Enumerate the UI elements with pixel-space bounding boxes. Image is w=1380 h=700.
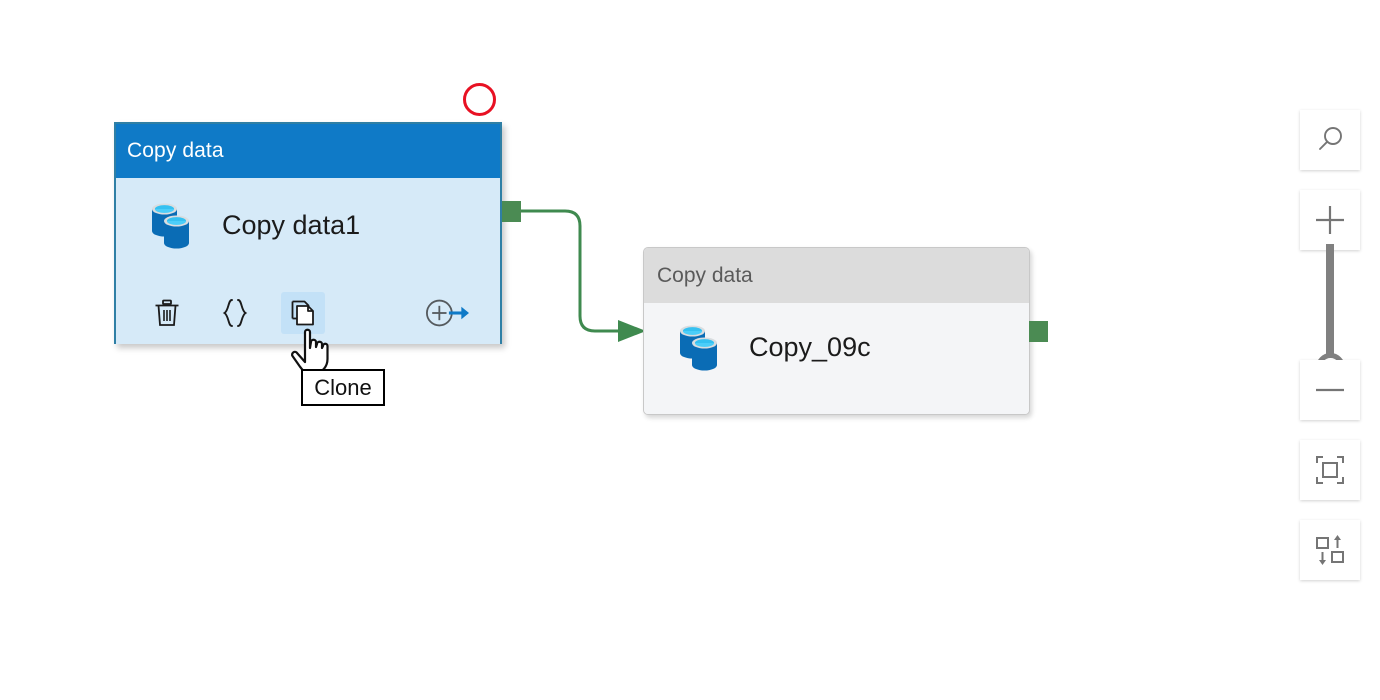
fit-to-screen-icon bbox=[1316, 456, 1344, 484]
red-highlight-circle-icon bbox=[463, 83, 496, 116]
node-title: Copy_09c bbox=[749, 331, 871, 362]
node-main-row: Copy_09c bbox=[644, 303, 1029, 375]
node-action-toolbar bbox=[116, 290, 500, 336]
trash-icon bbox=[155, 299, 179, 326]
pointer-hand-cursor-icon bbox=[291, 328, 329, 375]
node-body: Copy_09c bbox=[644, 303, 1029, 414]
tooltip-text: Clone bbox=[314, 374, 372, 400]
minus-icon bbox=[1316, 388, 1344, 392]
zoom-in-button[interactable] bbox=[1300, 190, 1360, 250]
auto-align-button[interactable] bbox=[1300, 520, 1360, 580]
node-header-label: Copy data bbox=[127, 139, 224, 162]
add-output-icon bbox=[426, 299, 469, 327]
edge-arrowhead bbox=[618, 320, 646, 342]
delete-button[interactable] bbox=[145, 292, 189, 334]
auto-align-icon bbox=[1316, 535, 1344, 565]
edge-path bbox=[519, 209, 620, 333]
node-main-row: Copy data1 bbox=[116, 178, 500, 253]
plus-icon bbox=[1316, 206, 1344, 234]
copy-data-icon bbox=[680, 325, 717, 371]
search-icon bbox=[1319, 127, 1342, 150]
code-button[interactable] bbox=[213, 292, 257, 334]
zoom-out-button[interactable] bbox=[1300, 360, 1360, 420]
node-header: Copy data bbox=[116, 124, 500, 178]
clone-button[interactable] bbox=[281, 292, 325, 334]
output-port-copy-09c[interactable] bbox=[1029, 321, 1048, 342]
node-header: Copy data bbox=[644, 248, 1029, 303]
activity-node-copy-data1[interactable]: Copy data Copy data1 bbox=[114, 122, 502, 344]
search-button[interactable] bbox=[1300, 110, 1360, 170]
clone-icon bbox=[291, 300, 314, 326]
clone-tooltip: Clone bbox=[301, 369, 385, 406]
code-braces-icon bbox=[222, 299, 248, 327]
zoom-slider-track[interactable] bbox=[1326, 244, 1334, 364]
node-header-label: Copy data bbox=[657, 263, 753, 287]
node-body: Copy data1 bbox=[116, 178, 500, 344]
copy-data-icon bbox=[152, 203, 189, 249]
zoom-to-fit-button[interactable] bbox=[1300, 440, 1360, 500]
add-output-button[interactable] bbox=[425, 292, 469, 334]
activity-node-copy-09c[interactable]: Copy data Copy_09c bbox=[643, 247, 1030, 415]
node-title: Copy data1 bbox=[222, 209, 361, 240]
output-port-copy-data1[interactable] bbox=[502, 201, 521, 222]
